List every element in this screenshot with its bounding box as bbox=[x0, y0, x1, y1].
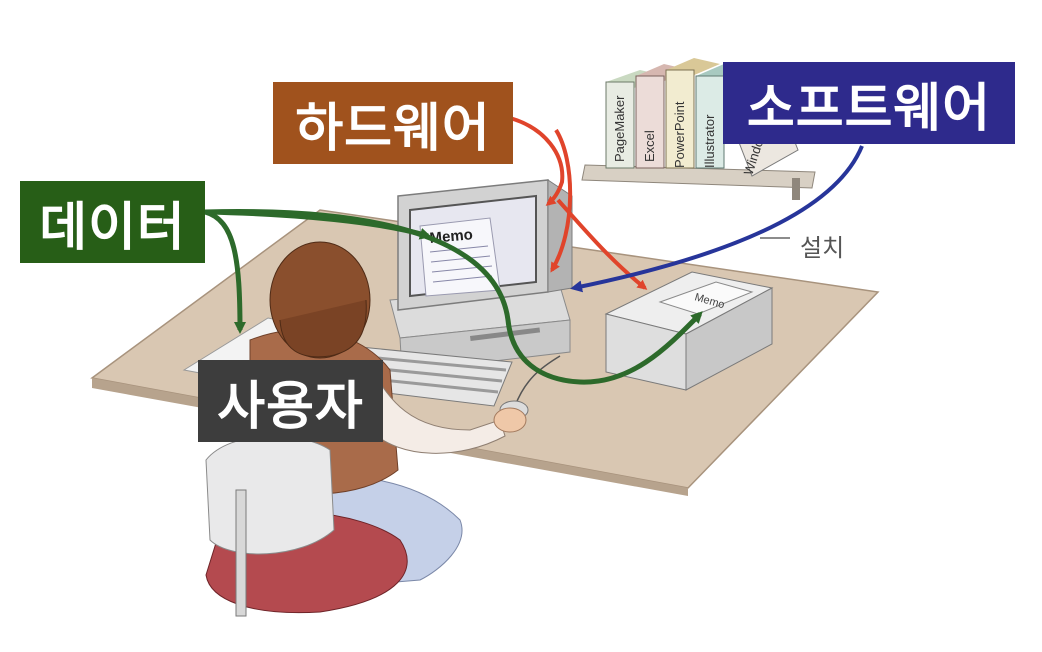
user-label: 사용자 bbox=[198, 360, 383, 442]
hardware-label: 하드웨어 bbox=[273, 82, 513, 164]
printer: Memo bbox=[604, 271, 774, 391]
hardware-arrow-to-printer bbox=[556, 198, 648, 290]
software-label: 소프트웨어 bbox=[723, 62, 1015, 144]
hardware-arrow-to-base bbox=[550, 128, 573, 273]
book-pagemaker-spine: PageMaker bbox=[612, 95, 627, 162]
book-illustrator-spine: Illustrator bbox=[702, 114, 717, 168]
book-powerpoint: PowerPoint bbox=[665, 58, 720, 169]
data-arrow-to-printer bbox=[204, 209, 703, 385]
book-excel-spine: Excel bbox=[642, 130, 657, 162]
install-label: 설치 bbox=[800, 234, 845, 262]
person-hand bbox=[493, 407, 527, 433]
data-label: 데이터 bbox=[20, 181, 205, 263]
person-arm bbox=[369, 368, 506, 454]
software-arrow bbox=[570, 145, 864, 293]
monitor: Memo bbox=[397, 179, 573, 311]
data-arrow-to-desk bbox=[204, 209, 246, 334]
book-powerpoint-spine: PowerPoint bbox=[672, 101, 687, 168]
hardware-arrow-to-monitor bbox=[509, 116, 565, 206]
mouse-cable bbox=[514, 355, 561, 407]
screen-document bbox=[419, 217, 501, 297]
